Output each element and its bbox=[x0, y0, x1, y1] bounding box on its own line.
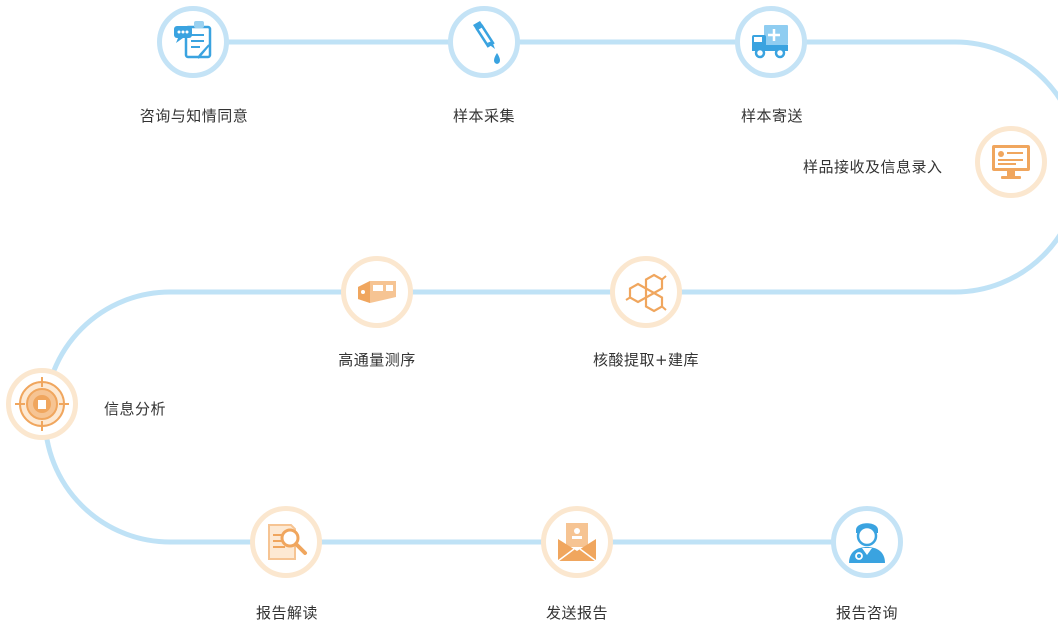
step-node-send[interactable] bbox=[541, 506, 613, 578]
step-label-send: 发送报告 bbox=[545, 604, 609, 622]
delivery-truck-icon bbox=[752, 25, 788, 59]
step-node-report-consult[interactable] bbox=[831, 506, 903, 578]
step-node-consult[interactable] bbox=[157, 6, 229, 78]
step-node-ship[interactable] bbox=[735, 6, 807, 78]
doctor-icon bbox=[849, 523, 885, 563]
envelope-icon bbox=[557, 523, 597, 562]
step-node-interpret[interactable] bbox=[250, 506, 322, 578]
consent-form-icon bbox=[174, 21, 212, 59]
sequencer-icon bbox=[358, 281, 396, 303]
step-label-collect: 样本采集 bbox=[452, 107, 516, 125]
target-icon bbox=[15, 377, 69, 431]
step-label-consult: 咨询与知情同意 bbox=[139, 107, 249, 125]
step-label-receive: 样品接收及信息录入 bbox=[803, 158, 943, 176]
step-label-interpret: 报告解读 bbox=[255, 604, 319, 622]
step-label-report-consult: 报告咨询 bbox=[835, 604, 899, 622]
step-node-analysis[interactable] bbox=[6, 368, 78, 440]
step-label-extract: 核酸提取+建库 bbox=[592, 351, 700, 369]
molecule-icon bbox=[625, 273, 667, 313]
step-node-extract[interactable] bbox=[610, 256, 682, 328]
step-label-analysis: 信息分析 bbox=[104, 400, 167, 418]
monitor-icon bbox=[992, 145, 1030, 179]
document-magnifier-icon bbox=[268, 524, 307, 560]
step-node-receive[interactable] bbox=[975, 126, 1047, 198]
step-node-sequence[interactable] bbox=[341, 256, 413, 328]
step-label-sequence: 高通量测序 bbox=[338, 351, 416, 369]
step-node-collect[interactable] bbox=[448, 6, 520, 78]
dropper-icon bbox=[473, 21, 500, 64]
step-label-ship: 样本寄送 bbox=[740, 107, 804, 125]
